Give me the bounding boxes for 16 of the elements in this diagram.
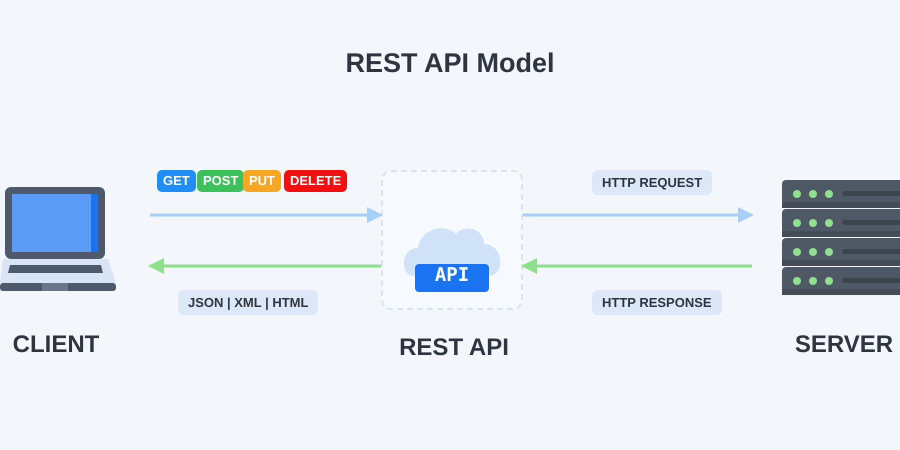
arrow — [150, 207, 383, 223]
diagram-title: REST API Model — [344, 48, 556, 79]
api-badge: API — [415, 264, 489, 292]
node-label: CLIENT — [12, 331, 100, 359]
method-tag: PUT — [243, 170, 281, 192]
arrow — [523, 207, 754, 223]
edge-label: JSON | XML | HTML — [178, 290, 318, 315]
method-tag: POST — [197, 170, 244, 192]
arrow — [148, 258, 381, 274]
method-tag: GET — [157, 170, 196, 192]
edge-label: HTTP RESPONSE — [592, 290, 722, 315]
edge-label: HTTP REQUEST — [592, 170, 712, 195]
node-label: REST API — [398, 334, 510, 362]
method-tag: DELETE — [284, 170, 348, 192]
arrow — [521, 258, 752, 274]
node-label: SERVER — [794, 331, 894, 359]
